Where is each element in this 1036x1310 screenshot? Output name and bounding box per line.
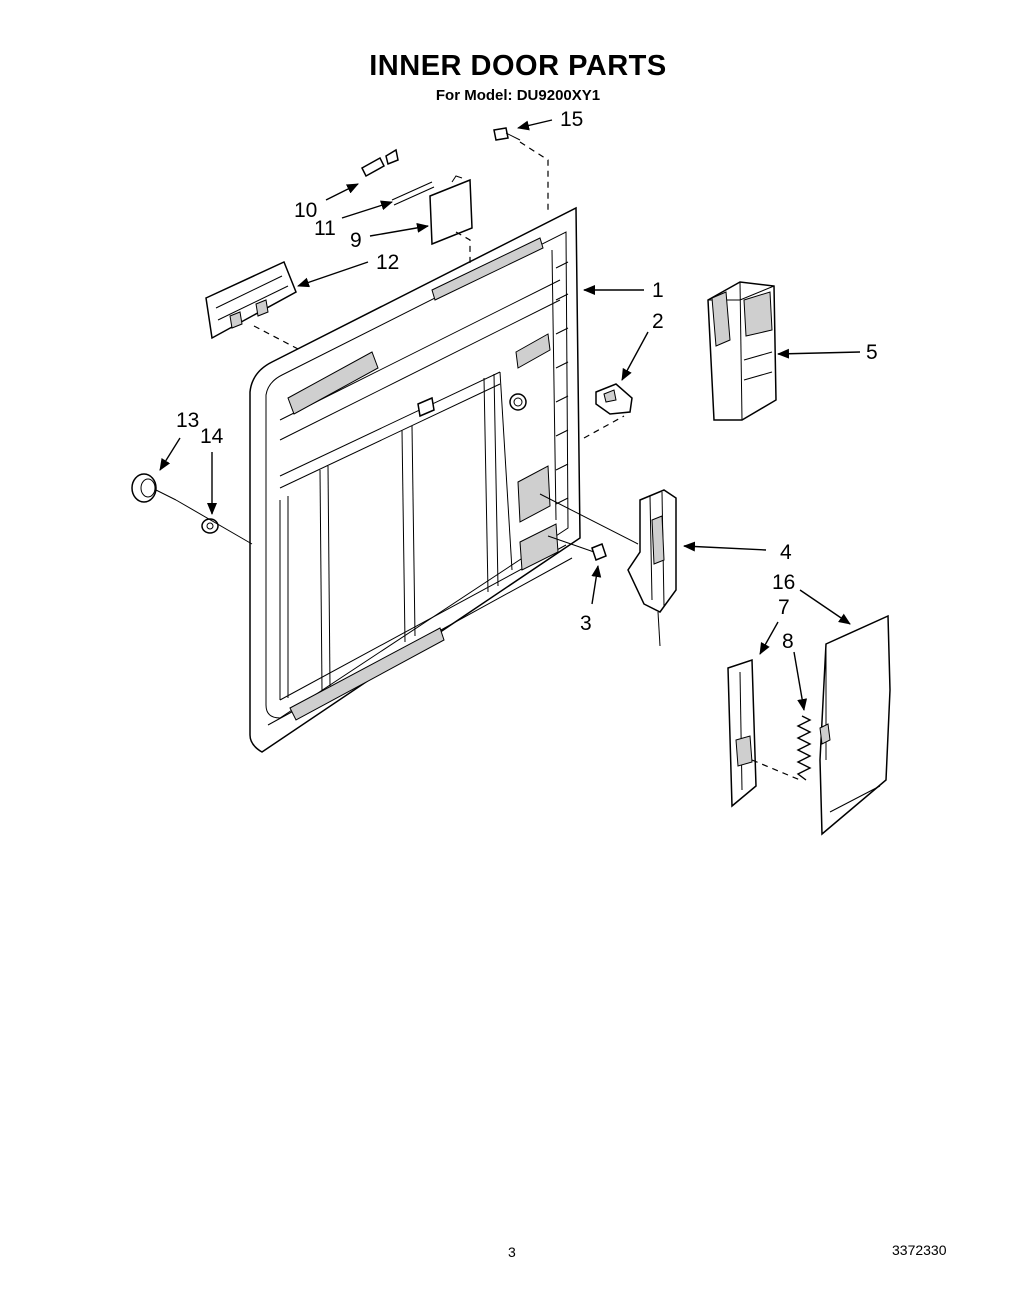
dispenser-part-5 <box>707 281 777 421</box>
knob-part-13 <box>131 473 177 503</box>
model-subtitle: For Model: DU9200XY1 <box>435 87 601 104</box>
callout-5: 5 <box>866 341 878 364</box>
document-number: 3372330 <box>892 1242 947 1258</box>
latch-catch-part-2 <box>595 383 633 415</box>
parts-9-10-11 <box>361 148 473 266</box>
page-number: 3 <box>508 1244 516 1260</box>
latch-assembly-part-4 <box>627 489 677 647</box>
callout-2: 2 <box>652 310 664 333</box>
nut-part-14 <box>201 518 219 534</box>
bracket-part-12 <box>205 260 297 340</box>
callout-1: 1 <box>652 279 664 302</box>
callout-9: 9 <box>350 229 362 252</box>
spring-part-8 <box>796 715 812 781</box>
latch-slide-part-7 <box>727 658 757 808</box>
cover-plate-part-16 <box>819 614 891 836</box>
callout-13: 13 <box>176 409 199 432</box>
callout-12: 12 <box>376 251 399 274</box>
callout-4: 4 <box>780 541 792 564</box>
callout-11: 11 <box>314 217 336 240</box>
inner-door-panel <box>249 206 581 753</box>
callout-10: 10 <box>294 199 317 222</box>
leader-arrows <box>159 119 861 711</box>
callout-15: 15 <box>560 108 583 131</box>
callout-14: 14 <box>200 425 224 448</box>
callout-8: 8 <box>782 630 794 653</box>
page-title: INNER DOOR PARTS <box>369 50 667 82</box>
callout-16: 16 <box>772 571 795 594</box>
screw-part-15 <box>493 127 521 141</box>
clip-part-3 <box>591 543 607 561</box>
callout-7: 7 <box>778 596 790 619</box>
callout-3: 3 <box>580 612 592 635</box>
